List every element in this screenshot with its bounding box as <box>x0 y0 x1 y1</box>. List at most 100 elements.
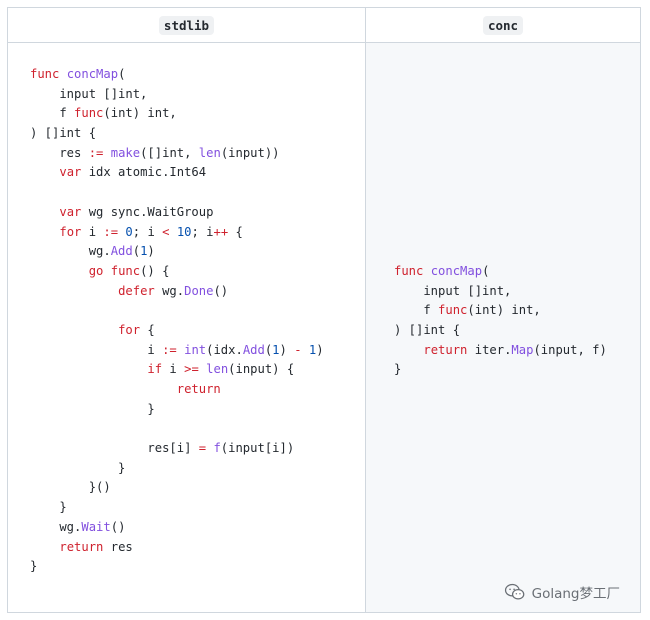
code-token <box>30 165 59 179</box>
code-token: (int) int, <box>103 106 177 121</box>
code-token: } <box>394 362 402 377</box>
code-token <box>169 225 176 239</box>
code-token: () <box>110 519 126 534</box>
code-token <box>30 362 147 376</box>
code-token: wg. <box>154 283 185 298</box>
code-token: func <box>74 106 104 121</box>
code-token: } <box>30 500 67 515</box>
code-token: }() <box>30 480 111 495</box>
wechat-icon <box>504 583 524 600</box>
code-token <box>30 205 59 219</box>
code-line: f func(int) int, <box>394 301 607 321</box>
code-token: ; i <box>191 224 214 239</box>
code-line: go func() { <box>30 262 324 282</box>
code-token <box>394 343 423 357</box>
code-token: ) <box>279 342 295 357</box>
code-token: return <box>176 382 221 396</box>
code-token <box>30 225 59 239</box>
code-token: ([]int, <box>140 145 199 160</box>
code-line: }() <box>30 478 324 498</box>
code-token: (input) { <box>228 362 295 377</box>
code-line: ) []int { <box>30 124 324 144</box>
code-token: defer <box>118 283 155 298</box>
code-token <box>30 284 118 298</box>
code-line <box>30 301 324 321</box>
code-token: ++ <box>213 224 229 239</box>
code-token: 1 <box>272 342 280 357</box>
code-token: func <box>110 263 141 278</box>
code-token: - <box>294 342 302 357</box>
code-token: = <box>198 441 207 456</box>
watermark: Golang梦工厂 <box>504 582 620 602</box>
code-line: } <box>30 459 324 479</box>
table-header-row: stdlib conc <box>8 8 640 43</box>
code-token: len <box>198 145 221 160</box>
code-token: ( <box>118 67 126 81</box>
code-line: func concMap( <box>394 262 607 282</box>
code-block-conc[interactable]: func concMap( input []int, f func(int) i… <box>394 262 607 380</box>
code-line: res := make([]int, len(input)) <box>30 144 324 164</box>
code-token: var <box>59 204 82 219</box>
code-token: Add <box>110 244 133 259</box>
code-line: input []int, <box>30 85 324 105</box>
header-label-stdlib: stdlib <box>158 15 215 35</box>
code-token: Wait <box>81 519 111 534</box>
code-token <box>103 146 110 160</box>
code-token: ) []int { <box>394 323 461 338</box>
code-token <box>103 264 110 278</box>
code-block-stdlib[interactable]: func concMap( input []int, f func(int) i… <box>30 65 324 577</box>
code-token: { <box>228 224 243 239</box>
code-token: return <box>59 539 104 554</box>
code-line: f func(int) int, <box>30 104 324 124</box>
code-token: input []int, <box>30 86 148 101</box>
code-line: input []int, <box>394 282 607 302</box>
code-token: ) <box>316 342 324 357</box>
code-token <box>30 323 118 337</box>
code-token: f <box>213 441 221 456</box>
code-token: Done <box>184 283 214 298</box>
code-token: ( <box>482 264 490 278</box>
code-token: { <box>140 322 155 337</box>
code-token: (input, f) <box>533 342 607 357</box>
code-token: res <box>30 145 89 160</box>
code-token: concMap <box>66 67 119 81</box>
code-cell-conc: func concMap( input []int, f func(int) i… <box>366 43 640 612</box>
code-line: res[i] = f(input[i]) <box>30 439 324 459</box>
code-token: ( <box>132 244 141 259</box>
code-line: } <box>394 360 607 380</box>
watermark-text: Golang梦工厂 <box>531 586 620 602</box>
code-token: 0 <box>125 224 133 239</box>
code-token: iter. <box>467 342 512 357</box>
code-token: for <box>59 224 82 239</box>
code-token: Add <box>242 342 265 357</box>
code-token: ( <box>264 342 273 357</box>
code-line: wg.Add(1) <box>30 242 324 262</box>
code-token: () <box>213 283 229 298</box>
code-token: ) <box>147 244 155 259</box>
code-token: Map <box>511 342 534 357</box>
code-line: return iter.Map(input, f) <box>394 341 607 361</box>
code-line: return <box>30 380 324 400</box>
code-token: res[i] <box>30 441 199 456</box>
code-token: f <box>30 106 75 121</box>
header-label-conc: conc <box>482 15 524 35</box>
code-token: } <box>30 460 126 475</box>
code-token: idx atomic.Int64 <box>81 165 207 180</box>
code-cell-stdlib: func concMap( input []int, f func(int) i… <box>8 43 366 612</box>
code-token: func <box>394 264 431 278</box>
code-token: } <box>30 401 155 416</box>
code-token: < <box>162 224 170 239</box>
code-token: >= <box>184 362 199 377</box>
code-token: } <box>30 559 38 574</box>
code-token: 1 <box>308 342 317 357</box>
code-token: wg. <box>30 519 82 534</box>
code-token: int <box>184 342 207 357</box>
code-token: len <box>206 362 229 377</box>
code-token: concMap <box>430 264 483 278</box>
code-token: wg sync.WaitGroup <box>81 204 214 219</box>
code-line: ) []int { <box>394 321 607 341</box>
code-token: ) []int { <box>30 126 97 141</box>
code-line: i := int(idx.Add(1) - 1) <box>30 341 324 361</box>
code-line: return res <box>30 538 324 558</box>
code-line: var idx atomic.Int64 <box>30 163 324 183</box>
